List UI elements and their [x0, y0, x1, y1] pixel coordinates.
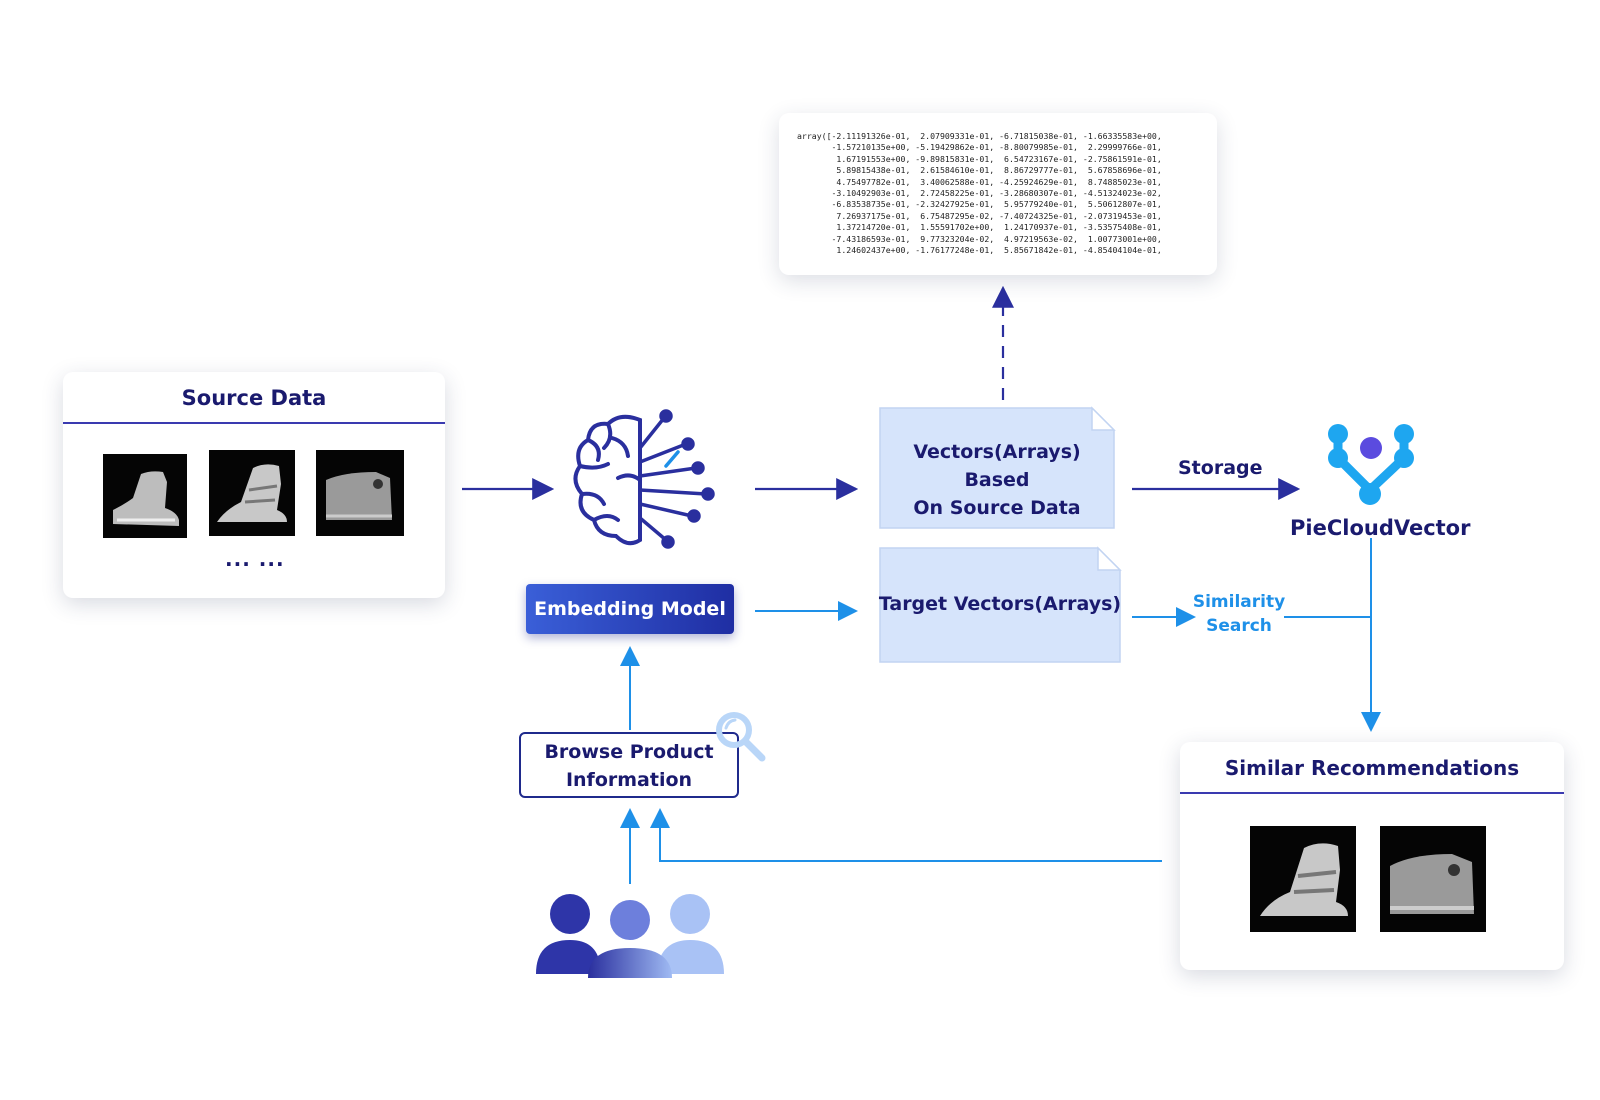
more-items-ellipsis: ··· ··· [225, 552, 285, 576]
source-data-card: Source Data ··· ··· [63, 372, 445, 598]
source-data-title: Source Data [181, 386, 327, 410]
piecloudvector-logo-icon [1328, 424, 1414, 505]
storage-label: Storage [1178, 457, 1263, 479]
browse-product-button[interactable]: Browse Product Information [519, 732, 739, 798]
browse-line2: Information [565, 769, 693, 791]
array-output-card: array([-2.11191326e-01, 2.07909331e-01, … [779, 113, 1217, 275]
recommendations-divider [1180, 792, 1564, 794]
vectors-doc-line1: Vectors(Arrays) Based [913, 441, 1081, 491]
source-data-divider [63, 422, 445, 424]
piecloudvector-label: PieCloudVector [1290, 516, 1471, 540]
brain-ai-icon [573, 409, 715, 549]
arrow-recommendations-to-browse [650, 808, 1162, 862]
similarity-label-line1: Similarity [1192, 592, 1286, 612]
vectors-doc-line2: On Source Data [913, 497, 1081, 519]
similar-recommendations-card: Similar Recommendations [1180, 742, 1564, 970]
magnifier-icon [716, 712, 766, 762]
similarity-label-line2: Search [1206, 616, 1272, 636]
browse-line1: Browse Product [544, 741, 714, 763]
boot-thumbnail-2 [209, 450, 295, 536]
boot-thumbnail-3 [316, 450, 404, 536]
target-vectors-document: Target Vectors(Arrays) [878, 546, 1122, 664]
boot-thumbnail-1 [103, 454, 187, 538]
similarity-search-label: Similarity Search [1190, 590, 1288, 638]
target-vectors-label: Target Vectors(Arrays) [878, 593, 1122, 615]
embedding-model-button[interactable]: Embedding Model [526, 584, 734, 634]
recommended-boot-thumbnail-1 [1250, 826, 1356, 932]
users-group-icon [536, 894, 724, 978]
recommended-boot-thumbnail-2 [1380, 826, 1486, 932]
vectors-document: Vectors(Arrays) Based On Source Data [878, 406, 1116, 530]
recommendations-title: Similar Recommendations [1224, 756, 1520, 780]
array-output-text: array([-2.11191326e-01, 2.07909331e-01, … [797, 131, 1162, 256]
